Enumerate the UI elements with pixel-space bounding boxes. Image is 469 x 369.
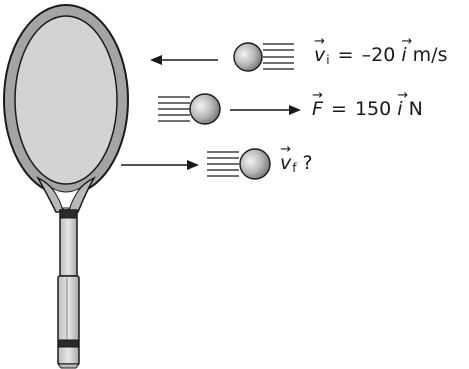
initial-velocity-arrowhead: [150, 55, 162, 65]
final-velocity-symbol: →v: [280, 142, 292, 174]
initial-unit-vector: →i: [401, 34, 413, 66]
racket-head: [14, 15, 118, 185]
force-arrowhead: [289, 105, 301, 115]
final-velocity-label: →vf ?: [280, 142, 313, 175]
vector-arrow-icon: →: [314, 34, 326, 49]
racket-throat-gap: [51, 187, 81, 209]
force-equals: =: [330, 98, 347, 120]
outgoing-ball: [239, 148, 271, 180]
initial-subscript: i: [326, 53, 330, 67]
outgoing-ball-group: [121, 148, 271, 180]
handle-band: [57, 339, 80, 348]
force-symbol: →F: [312, 88, 323, 120]
initial-value: –20: [361, 44, 396, 66]
racket-collar: [59, 209, 78, 219]
force-motion-lines: [158, 96, 190, 122]
final-subscript: f: [292, 161, 297, 175]
final-velocity-arrowhead: [187, 160, 199, 170]
force-ball-group: [158, 93, 301, 125]
vector-arrow-icon: →: [280, 142, 292, 157]
final-question: ?: [302, 152, 313, 174]
racket-shaft: [59, 209, 78, 277]
force-unit-vector: →i: [397, 88, 409, 120]
outgoing-motion-lines: [207, 151, 239, 177]
incoming-motion-lines: [263, 43, 294, 70]
initial-velocity-symbol: →v: [314, 34, 326, 66]
incoming-ball: [233, 42, 263, 72]
incoming-ball-group: [150, 42, 294, 72]
force-label: →F = 150 →i N: [312, 88, 423, 120]
unit-vector-arrow-icon: →: [401, 34, 413, 49]
initial-velocity-label: →vi = –20 →i m/s: [314, 34, 448, 67]
force-ball: [189, 93, 221, 125]
force-value: 150: [354, 98, 392, 120]
force-unit: N: [408, 98, 423, 120]
handle-butt: [57, 363, 80, 369]
initial-equals: =: [337, 44, 354, 66]
racket-handle: [57, 275, 80, 365]
tennis-racket: [3, 4, 129, 369]
vector-arrow-icon: →: [312, 88, 323, 103]
initial-unit: m/s: [412, 44, 448, 66]
unit-vector-arrow-icon: →: [397, 88, 409, 103]
